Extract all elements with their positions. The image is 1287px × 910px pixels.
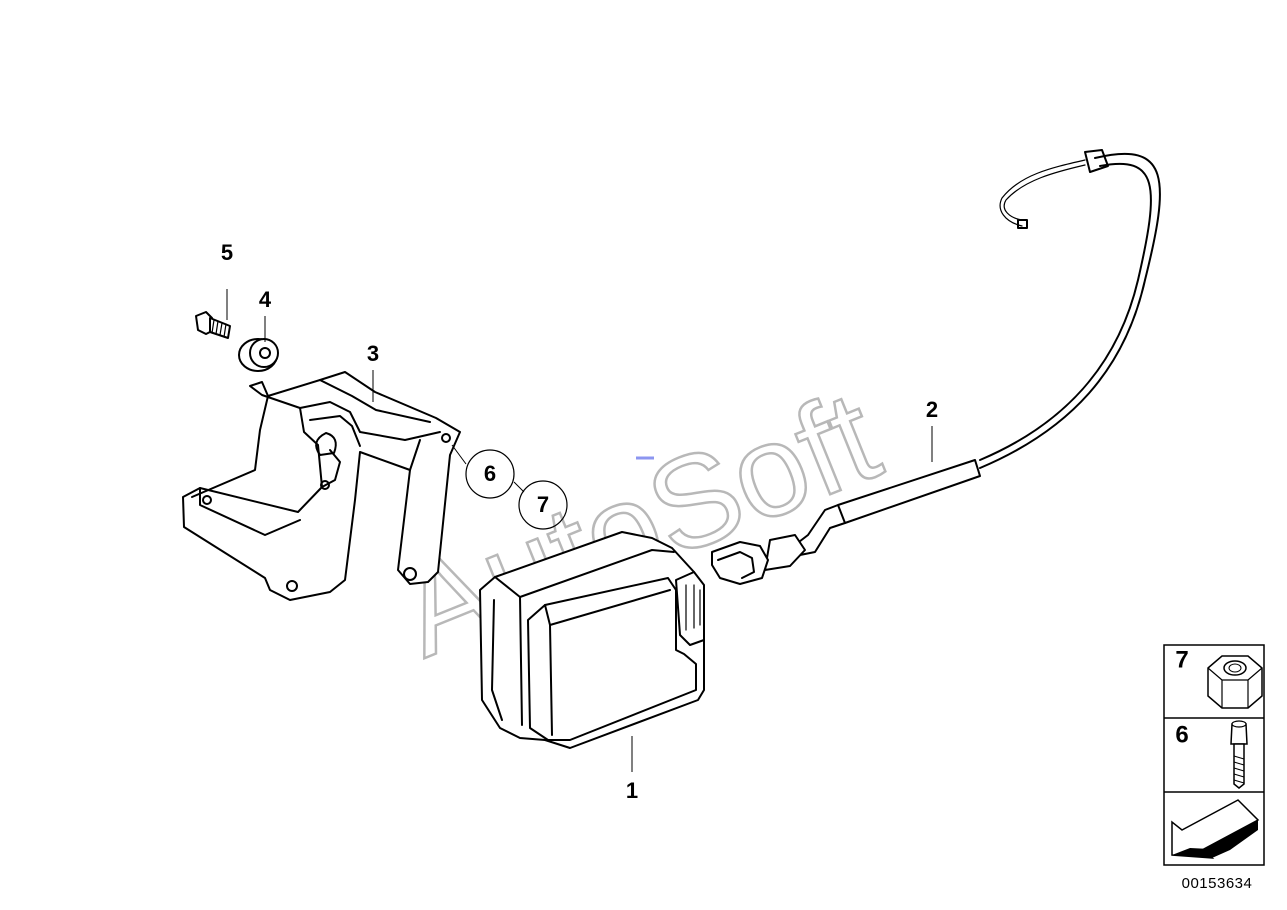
part-2-cable[interactable] <box>711 149 1161 585</box>
hex-nut-icon <box>1207 655 1263 709</box>
callout-3[interactable]: 3 <box>367 341 379 366</box>
callout-6-circle <box>465 449 515 499</box>
callout-7[interactable]: 7 <box>537 492 549 517</box>
legend-label-6: 6 <box>1175 721 1188 748</box>
reference-number: 00153634 <box>1182 875 1253 892</box>
part-3-bracket[interactable] <box>182 371 461 601</box>
part-5-screw[interactable] <box>195 311 231 339</box>
socket-cap-screw-icon <box>1230 720 1248 789</box>
leader-lines <box>226 289 933 772</box>
legend-box: 7 6 <box>1163 644 1265 866</box>
callouts: 5 4 3 2 1 6 7 <box>221 240 938 803</box>
legend-row-6[interactable]: 6 <box>1175 720 1248 789</box>
callout-6[interactable]: 6 <box>484 461 496 486</box>
direction-arrow-icon <box>1171 799 1260 859</box>
callout-4[interactable]: 4 <box>259 287 272 312</box>
legend-row-arrow[interactable] <box>1171 799 1260 859</box>
callout-5[interactable]: 5 <box>221 240 233 265</box>
part-4-grommet[interactable] <box>238 338 279 372</box>
callout-1[interactable]: 1 <box>626 778 638 803</box>
callout-2[interactable]: 2 <box>926 397 938 422</box>
legend-label-7: 7 <box>1175 646 1188 673</box>
part-1-control-unit[interactable] <box>479 531 705 749</box>
legend-row-7[interactable]: 7 <box>1175 646 1263 709</box>
callout-7-circle <box>518 480 568 530</box>
